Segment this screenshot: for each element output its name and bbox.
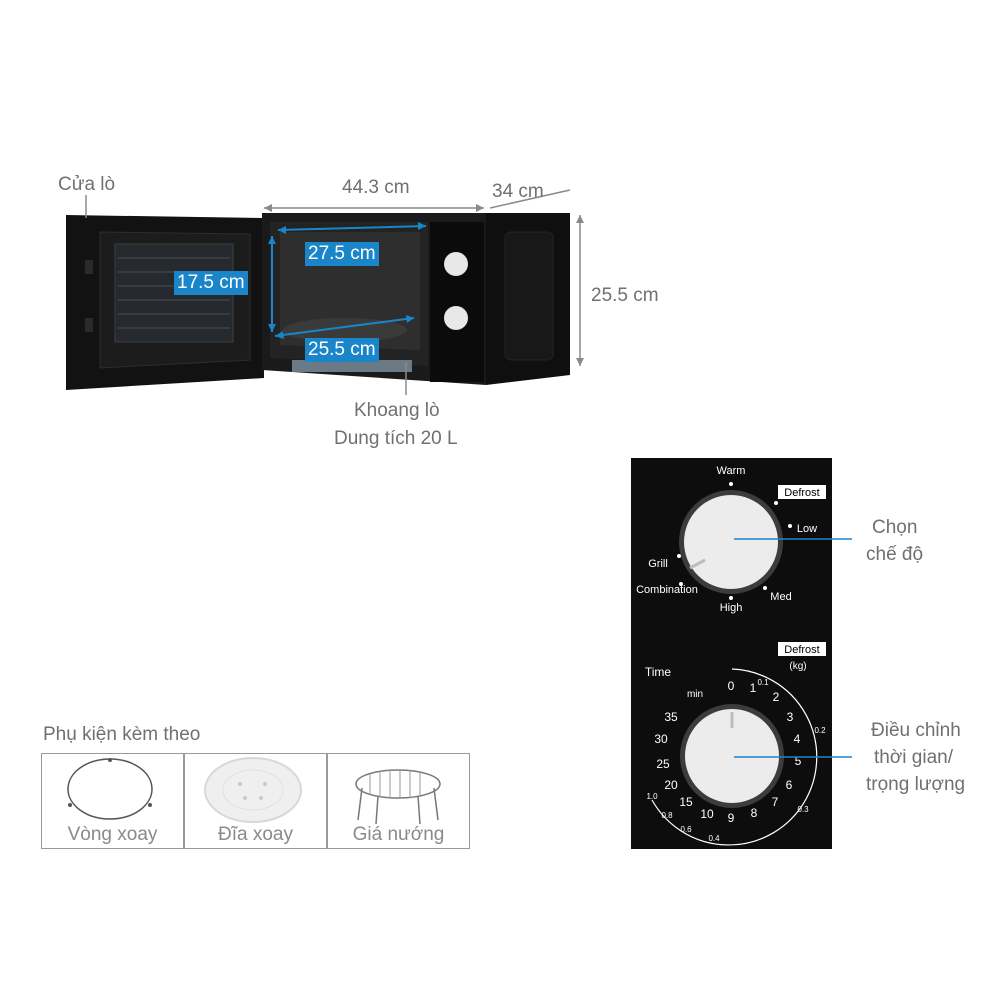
mode-tick-dot: [788, 524, 792, 528]
mode-option-label: Warm: [717, 465, 746, 477]
time-minute-label: 15: [679, 795, 693, 809]
time-callout-line3: trọng lượng: [866, 774, 966, 795]
door-label: Cửa lò: [58, 174, 116, 195]
mode-tick-dot: [774, 501, 778, 505]
turntable-plate-icon: [204, 757, 302, 823]
time-minute-label: 7: [772, 795, 779, 809]
mode-callout-line2: chế độ: [866, 544, 924, 565]
accessory-label: Đĩa xoay: [218, 824, 293, 845]
mode-tick-dot: [677, 554, 681, 558]
mode-tick-dot: [729, 482, 733, 486]
mode-tick-dot: [763, 586, 767, 590]
time-minute-label: 35: [664, 710, 678, 724]
mode-option-label: High: [720, 602, 743, 614]
time-minute-label: 20: [664, 778, 678, 792]
time-minute-label: 1: [750, 681, 757, 695]
time-minute-label: 0: [728, 679, 735, 693]
time-weight-label: 0.2: [814, 726, 826, 735]
roller-ring-icon: [67, 758, 153, 820]
mode-option-label: Defrost: [784, 487, 819, 499]
accessory-label: Vòng xoay: [67, 824, 158, 845]
accessory-label: Giá nướng: [352, 824, 445, 845]
time-minute-label: 4: [794, 732, 801, 746]
oven-door: [66, 215, 264, 390]
mode-callout-line1: Chọn: [872, 517, 918, 538]
time-minute-label: 25: [656, 757, 670, 771]
width-dimension: 44.3 cm: [342, 177, 410, 198]
time-minute-label: 2: [773, 690, 780, 704]
time-weight-label: 0.4: [708, 834, 720, 843]
grill-rack-icon: [355, 769, 441, 825]
time-minute-label: 30: [654, 732, 668, 746]
time-weight-label: 0.1: [757, 678, 769, 687]
cavity-width-tag: 27.5 cm: [305, 242, 379, 266]
mode-tick-dot: [679, 582, 683, 586]
time-defrost-unit: (kg): [789, 661, 806, 672]
time-weight-label: 0.3: [797, 805, 809, 814]
mode-option-label: Low: [797, 523, 817, 535]
time-callout-line2: thời gian/: [874, 747, 954, 768]
mode-tick-dot: [729, 596, 733, 600]
time-title: Time: [645, 665, 672, 679]
time-minute-label: 6: [786, 778, 793, 792]
time-minute-label: 5: [795, 754, 802, 768]
accessory-grill-rack: Giá nướng: [327, 753, 470, 849]
time-minute-label: 9: [728, 811, 735, 825]
capacity-label: Dung tích 20 L: [334, 428, 458, 449]
depth-dimension: 34 cm: [492, 181, 544, 202]
mode-knob: [679, 490, 783, 594]
time-minute-label: 8: [751, 806, 758, 820]
cavity-depth-tag: 25.5 cm: [305, 338, 379, 362]
time-knob: [651, 668, 818, 846]
dimension-lines: [85, 189, 581, 395]
time-weight-label: 1.0: [646, 792, 658, 801]
accessories-title: Phụ kiện kèm theo: [43, 724, 201, 745]
time-weight-label: 0.6: [680, 825, 692, 834]
height-dimension: 25.5 cm: [591, 285, 659, 306]
mode-option-label: Grill: [648, 558, 668, 570]
time-minute-label: 3: [787, 710, 794, 724]
time-unit: min: [687, 689, 703, 700]
cavity-dimension-lines: [271, 225, 427, 337]
mode-option-label: Combination: [636, 584, 698, 596]
time-defrost-badge: [778, 642, 826, 656]
defrost-badge: [778, 485, 826, 499]
time-defrost-label: Defrost: [784, 644, 819, 656]
cavity-label: Khoang lò: [354, 400, 440, 421]
mode-option-label: Med: [770, 591, 791, 603]
accessory-roller-ring: Vòng xoay: [41, 753, 184, 849]
accessory-turntable-plate: Đĩa xoay: [184, 753, 327, 849]
time-callout-line1: Điều chỉnh: [871, 720, 961, 741]
time-weight-label: 0.8: [661, 811, 673, 820]
time-minute-label: 10: [700, 807, 714, 821]
cavity-height-tag: 17.5 cm: [174, 271, 248, 295]
